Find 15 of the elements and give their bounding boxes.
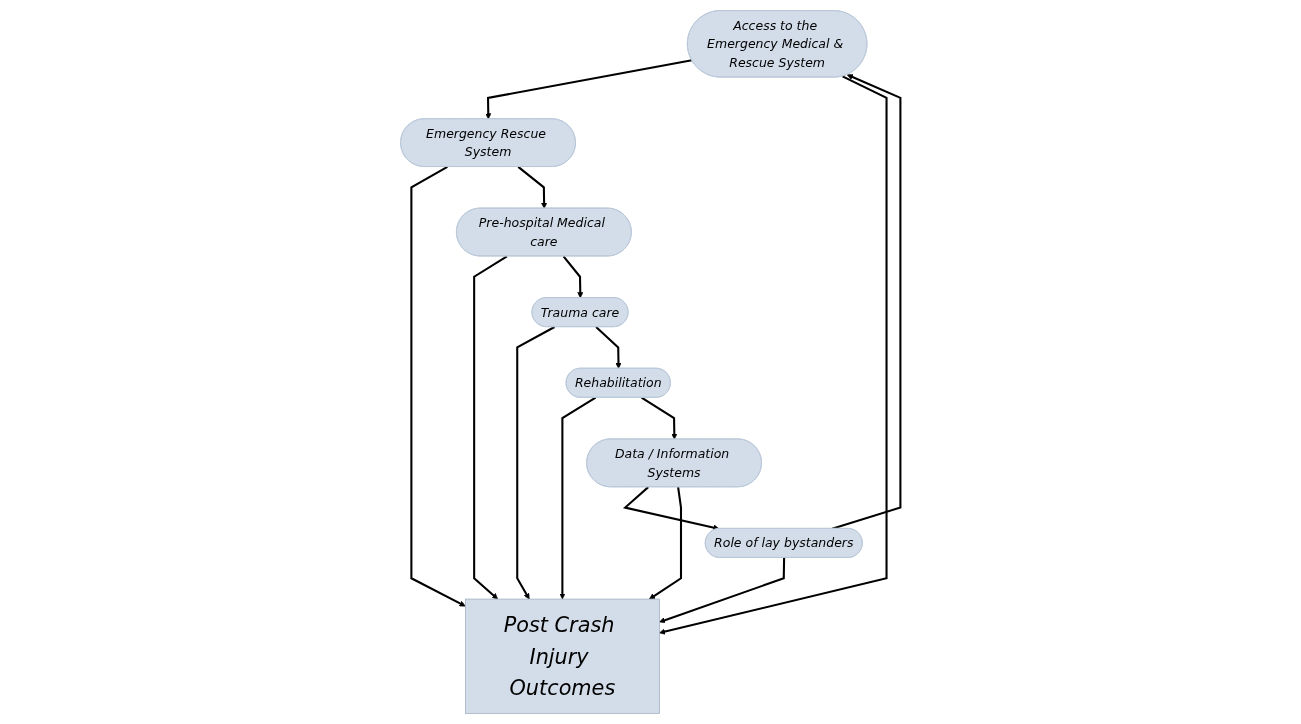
arrow [517,166,548,209]
arrow [622,486,720,531]
arrow [831,74,902,530]
arrow [410,165,466,607]
arrow [595,326,622,369]
arrow [659,557,786,624]
arrow [649,486,683,600]
arrow [562,255,584,299]
node-box: Post Crash Injury Outcomes [465,598,660,714]
arrow [559,396,597,600]
arrow [473,255,508,600]
arrow [641,396,678,440]
arrow [516,326,555,600]
arrow [485,59,692,120]
arrow [659,75,888,635]
